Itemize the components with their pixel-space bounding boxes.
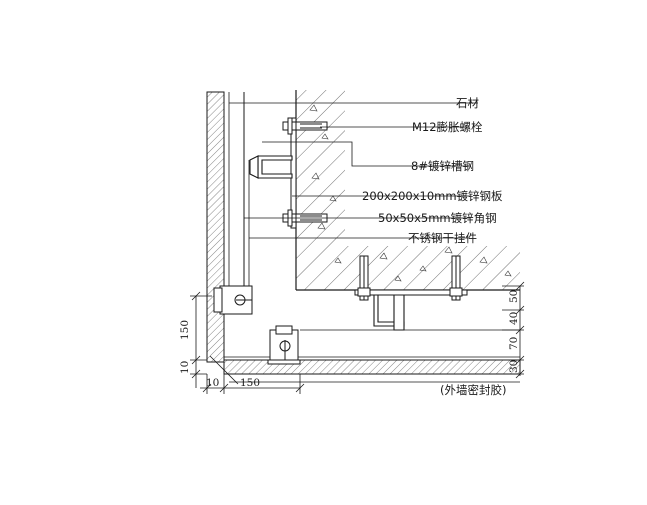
dim-right-70: 70 <box>508 337 520 350</box>
dim-right-40: 40 <box>508 312 520 325</box>
stone-panel-horizontal <box>223 329 521 375</box>
stainless-hanger-vertical <box>213 285 253 315</box>
dim-bottom-10: 10 <box>206 377 219 389</box>
dim-left-10: 10 <box>179 361 191 374</box>
label-sealant: (外墙密封胶) <box>440 383 506 397</box>
dimension-bottom <box>200 355 305 394</box>
anchor-bolt-upper <box>282 117 328 135</box>
dimension-right <box>502 281 525 379</box>
label-angle-steel: 50x50x5mm镀锌角钢 <box>378 211 497 225</box>
dim-right-50: 50 <box>508 290 520 303</box>
stone-panel-vertical <box>206 91 230 363</box>
label-stone: 石材 <box>456 96 479 110</box>
dim-left-150: 150 <box>179 320 191 340</box>
label-channel-steel: 8#镀锌槽钢 <box>411 159 474 173</box>
label-steel-plate: 200x200x10mm镀锌钢板 <box>362 189 503 203</box>
channel-steel <box>249 155 293 179</box>
label-expansion-bolt: M12膨胀螺栓 <box>412 120 483 134</box>
label-stainless-hanger: 不锈钢干挂件 <box>408 231 477 245</box>
steel-plate-vertical <box>290 117 297 229</box>
stainless-hanger-horizontal <box>267 325 301 365</box>
leader-lines <box>229 102 520 383</box>
dim-bottom-150: 150 <box>240 377 260 389</box>
bottom-steel-plate <box>354 255 468 301</box>
bottom-channel-steel <box>373 294 405 331</box>
dimension-left <box>190 291 212 388</box>
dim-right-30: 30 <box>508 360 520 373</box>
